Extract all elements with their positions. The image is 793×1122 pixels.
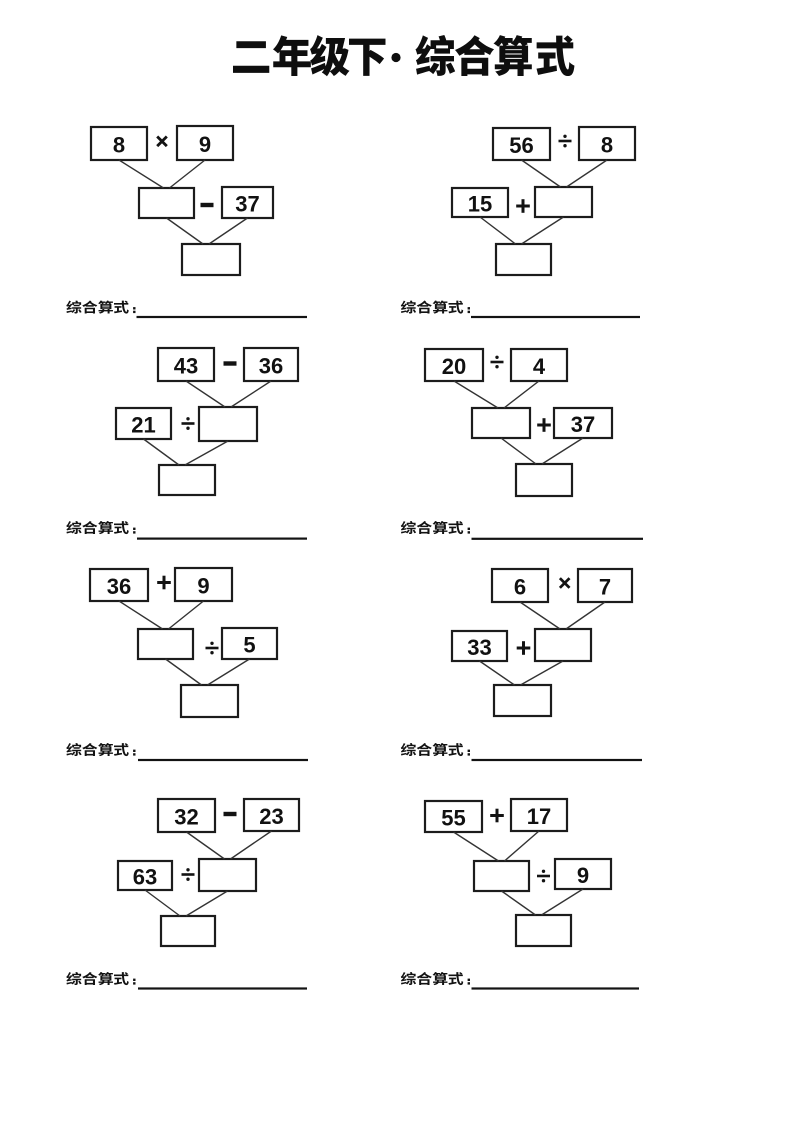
svg-text:15: 15 [468,192,492,217]
svg-text:8: 8 [601,133,613,158]
svg-text:32: 32 [174,805,198,830]
svg-text:21: 21 [131,413,155,438]
svg-text:5: 5 [243,633,255,658]
svg-text:37: 37 [235,192,259,217]
svg-text:17: 17 [527,804,551,829]
svg-text:9: 9 [197,574,209,599]
svg-text:6: 6 [514,575,526,600]
svg-text:4: 4 [533,354,546,379]
svg-text:56: 56 [509,133,533,158]
svg-text:9: 9 [577,863,589,888]
svg-text:8: 8 [113,133,125,158]
svg-text:23: 23 [259,804,283,829]
svg-text:36: 36 [259,354,283,379]
svg-text:43: 43 [174,354,198,379]
svg-text:20: 20 [442,354,466,379]
svg-text:7: 7 [599,575,611,600]
svg-text:55: 55 [441,806,465,831]
svg-text:63: 63 [133,865,157,890]
svg-text:36: 36 [107,574,131,599]
svg-text:9: 9 [199,132,211,157]
svg-text:33: 33 [467,635,491,660]
svg-text:37: 37 [571,412,595,437]
